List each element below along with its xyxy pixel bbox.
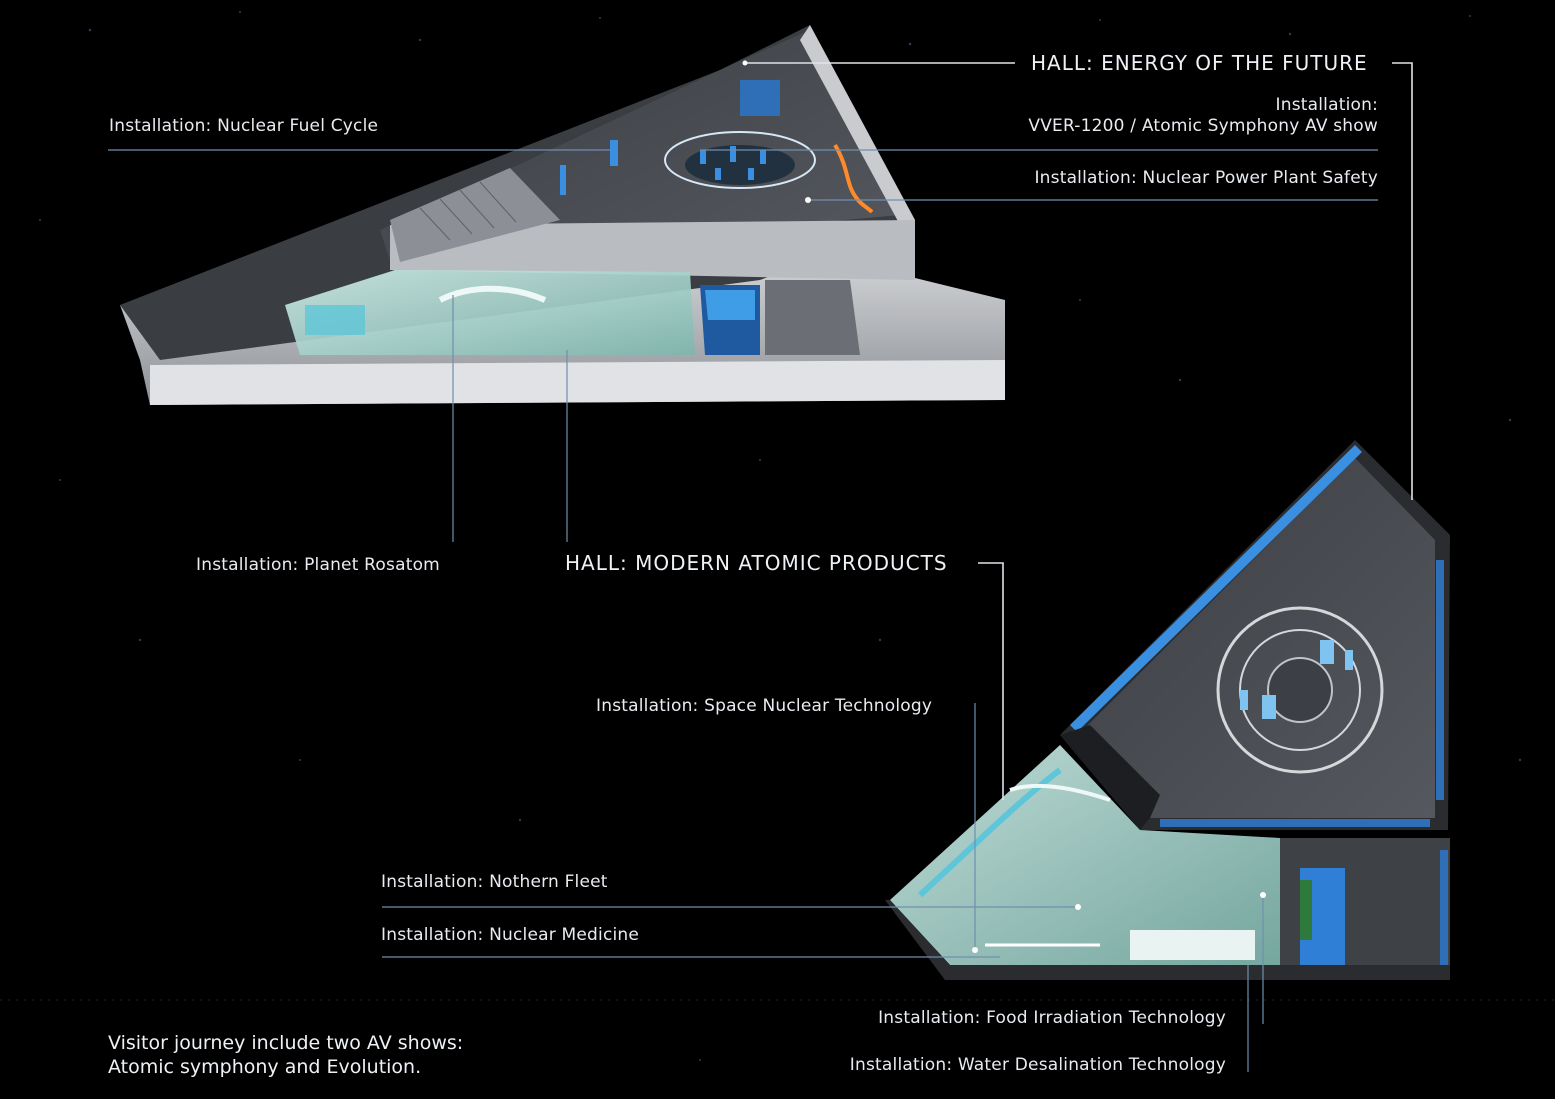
label-nuclear-fuel-cycle: Installation: Nuclear Fuel Cycle [109, 116, 379, 136]
label-planet-rosatom: Installation: Planet Rosatom [196, 555, 440, 575]
label-nuclear-medicine: Installation: Nuclear Medicine [381, 925, 640, 945]
label-water-desalination: Installation: Water Desalination Technol… [849, 1055, 1226, 1075]
hall-energy-side-wall [800, 25, 915, 225]
label-vver-title: Installation: [1275, 95, 1378, 115]
label-space-nuclear: Installation: Space Nuclear Technology [596, 696, 933, 716]
hall-energy-partition [390, 220, 915, 280]
label-northern-fleet: Installation: Nothern Fleet [381, 872, 608, 892]
label-food-irradiation: Installation: Food Irradiation Technolog… [878, 1008, 1226, 1028]
hall-modern-glass-room [890, 745, 1280, 965]
hall-modern-model [885, 440, 1450, 980]
visitor-journey-line-2: Atomic symphony and Evolution. [108, 1056, 422, 1078]
hall-energy-glass-room [285, 270, 695, 355]
hall-energy-model [120, 25, 1005, 405]
label-npp-safety: Installation: Nuclear Power Plant Safety [1034, 168, 1378, 188]
hall-energy-stairs [390, 168, 560, 262]
bracket-hall-modern [978, 562, 1004, 800]
background-dots [39, 11, 1522, 1061]
hall-brackets [745, 62, 1413, 800]
visitor-journey-note: Visitor journey include two AV shows: At… [108, 1031, 463, 1079]
reactor-ring [664, 131, 816, 189]
hall-modern-reactor-ring [1216, 606, 1384, 774]
hall-energy-corner-room [765, 280, 860, 355]
label-vver-name: VVER-1200 / Atomic Symphony AV show [1028, 116, 1378, 136]
hall-title-energy-future: HALL: ENERGY OF THE FUTURE [1031, 51, 1368, 75]
bracket-hall-energy-right [1392, 62, 1413, 500]
leader-lines [108, 149, 1378, 1072]
leader-dots [742, 60, 1266, 953]
hall-title-modern-atomic: HALL: MODERN ATOMIC PRODUCTS [565, 551, 948, 575]
visitor-journey-line-1: Visitor journey include two AV shows: [108, 1032, 464, 1054]
